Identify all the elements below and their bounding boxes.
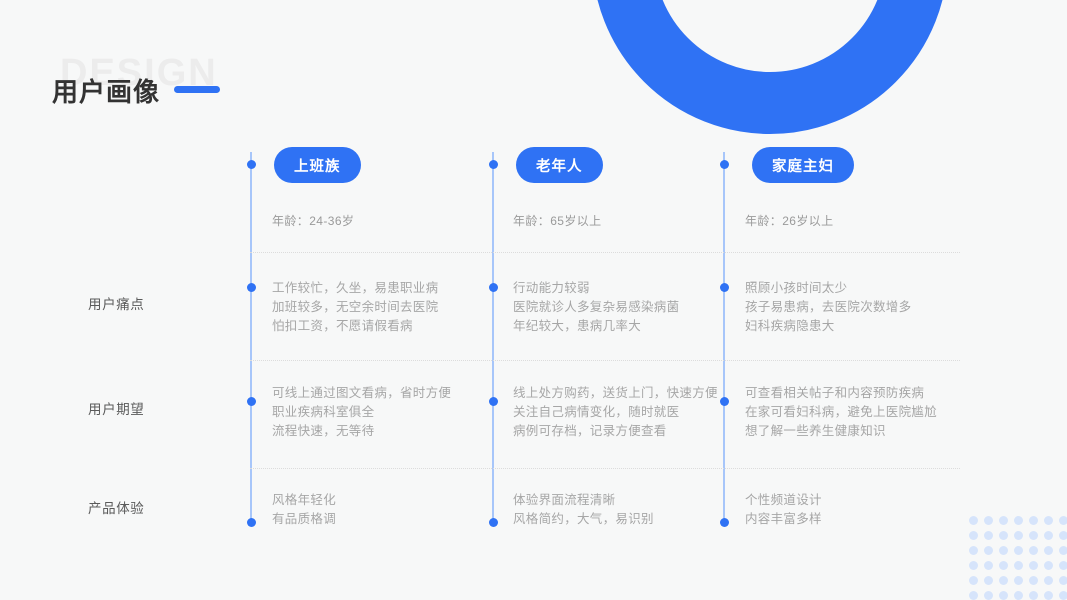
cell-line: 加班较多，无空余时间去医院 — [272, 300, 439, 314]
timeline-dot — [719, 397, 729, 406]
timeline-dot — [246, 518, 256, 527]
timeline-dot — [246, 397, 256, 406]
cell-line: 关注自己病情变化，随时就医 — [513, 405, 680, 419]
timeline-dot — [488, 397, 498, 406]
persona-age-label: 年龄：24-36岁 — [272, 214, 355, 228]
timeline-dot — [719, 518, 729, 527]
timeline-dot — [488, 283, 498, 292]
timeline-line — [250, 152, 252, 522]
timeline-dot — [246, 283, 256, 292]
cell-line: 内容丰富多样 — [745, 512, 822, 526]
cell-line: 年纪较大，患病几率大 — [513, 319, 642, 333]
row-separator — [250, 252, 960, 253]
page-title: 用户画像 — [52, 77, 161, 107]
persona-age-label: 年龄：65岁以上 — [513, 214, 602, 228]
timeline-line — [492, 152, 494, 522]
cell-expectations: 可线上通过图文看病，省时方便职业疾病科室俱全流程快速，无等待 — [272, 384, 451, 441]
cell-line: 线上处方购药，送货上门，快速方便 — [513, 386, 718, 400]
cell-experience: 风格年轻化有品质格调 — [272, 491, 336, 529]
cell-line: 风格简约，大气，易识别 — [513, 512, 654, 526]
title-underline — [174, 86, 220, 93]
row-separator — [250, 468, 960, 469]
row-label-pain_points: 用户痛点 — [88, 297, 145, 312]
cell-expectations: 线上处方购药，送货上门，快速方便关注自己病情变化，随时就医病例可存档，记录方便查… — [513, 384, 718, 441]
cell-pain_points: 照顾小孩时间太少孩子易患病，去医院次数增多妇科疾病隐患大 — [745, 279, 911, 336]
row-separator — [250, 360, 960, 361]
cell-pain_points: 工作较忙，久坐，易患职业病加班较多，无空余时间去医院怕扣工资，不愿请假看病 — [272, 279, 438, 336]
cell-line: 风格年轻化 — [272, 493, 337, 507]
cell-line: 体验界面流程清晰 — [513, 493, 616, 507]
persona-badge[interactable]: 家庭主妇 — [752, 147, 854, 183]
timeline-line — [723, 152, 725, 522]
timeline-dot — [719, 160, 729, 169]
cell-experience: 体验界面流程清晰风格简约，大气，易识别 — [513, 491, 654, 529]
cell-pain_points: 行动能力较弱医院就诊人多复杂易感染病菌年纪较大，患病几率大 — [513, 279, 679, 336]
cell-line: 职业疾病科室俱全 — [272, 405, 375, 419]
cell-line: 个性频道设计 — [745, 493, 822, 507]
cell-line: 病例可存档，记录方便查看 — [513, 424, 667, 438]
cell-line: 有品质格调 — [272, 512, 337, 526]
cell-line: 可查看相关帖子和内容预防疾病 — [745, 386, 925, 400]
cell-line: 妇科疾病隐患大 — [745, 319, 835, 333]
cell-line: 想了解一些养生健康知识 — [745, 424, 886, 438]
cell-line: 照顾小孩时间太少 — [745, 281, 848, 295]
row-label-expectations: 用户期望 — [88, 402, 145, 417]
cell-line: 工作较忙，久坐，易患职业病 — [272, 281, 439, 295]
persona-badge[interactable]: 老年人 — [516, 147, 603, 183]
cell-line: 可线上通过图文看病，省时方便 — [272, 386, 452, 400]
cell-expectations: 可查看相关帖子和内容预防疾病在家可看妇科病，避免上医院尴尬想了解一些养生健康知识 — [745, 384, 937, 441]
page-header: DESIGN 用户画像 — [52, 52, 472, 112]
cell-line: 怕扣工资，不愿请假看病 — [272, 319, 413, 333]
timeline-dot — [246, 160, 256, 169]
cell-experience: 个性频道设计内容丰富多样 — [745, 491, 822, 529]
persona-age-label: 年龄：26岁以上 — [745, 214, 834, 228]
cell-line: 行动能力较弱 — [513, 281, 590, 295]
cell-line: 在家可看妇科病，避免上医院尴尬 — [745, 405, 938, 419]
timeline-dot — [488, 160, 498, 169]
timeline-dot — [488, 518, 498, 527]
persona-badge[interactable]: 上班族 — [274, 147, 361, 183]
cell-line: 医院就诊人多复杂易感染病菌 — [513, 300, 680, 314]
timeline-dot — [719, 283, 729, 292]
cell-line: 流程快速，无等待 — [272, 424, 375, 438]
cell-line: 孩子易患病，去医院次数增多 — [745, 300, 912, 314]
row-label-experience: 产品体验 — [88, 501, 145, 516]
